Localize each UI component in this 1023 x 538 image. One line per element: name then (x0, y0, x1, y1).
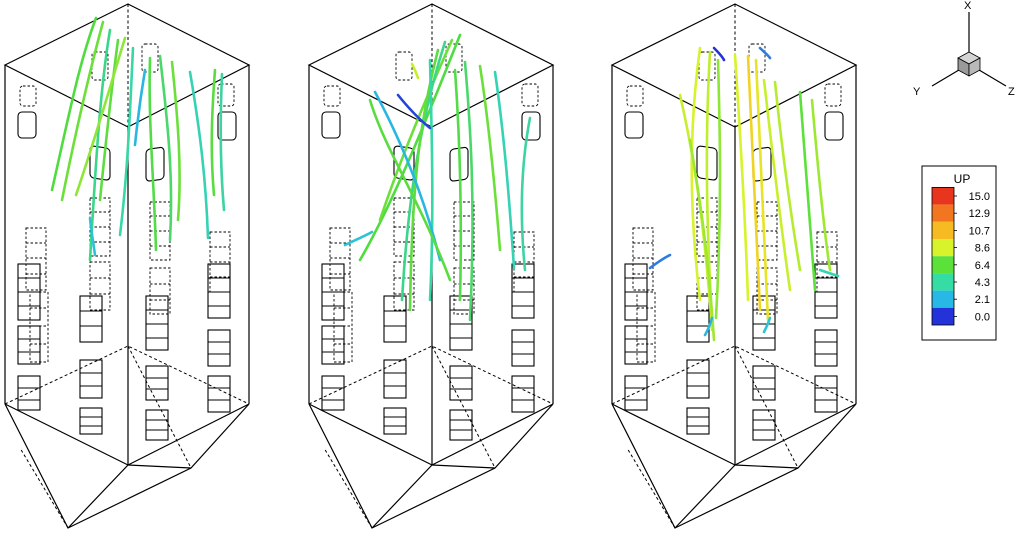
legend-swatch (932, 290, 954, 308)
legend-swatch (932, 187, 954, 205)
streamlines-panel-1 (50, 16, 226, 262)
legend-swatch (932, 204, 954, 222)
furnace-panel-3 (611, 3, 857, 529)
legend-title: UP (954, 172, 971, 186)
legend-tick-label: 2.1 (975, 294, 990, 306)
legend-tick-label: 12.9 (969, 208, 990, 220)
legend-tick-label: 15.0 (969, 191, 990, 203)
legend-tick-label: 8.6 (975, 243, 990, 255)
legend-tick-label: 6.4 (975, 260, 990, 272)
legend-swatch (932, 307, 954, 325)
axis-triad: X Y Z (913, 0, 1015, 98)
legend-tick-label: 0.0 (975, 311, 990, 323)
furnace-panel-2 (308, 3, 554, 529)
streamlines-panel-2 (343, 33, 532, 322)
legend-swatch (932, 256, 954, 274)
furnace-panel-1 (4, 3, 250, 529)
legend-swatch (932, 273, 954, 291)
legend-tick-label: 10.7 (969, 225, 990, 237)
legend-ticks: 15.0 12.9 10.7 8.6 6.4 4.3 2.1 0.0 (954, 191, 990, 323)
axis-y-label: Y (913, 86, 921, 98)
legend-tick-label: 4.3 (975, 277, 990, 289)
legend-swatches (931, 186, 955, 326)
streamlines-panel-3 (648, 46, 840, 342)
legend-swatch (932, 221, 954, 239)
legend-swatch (932, 239, 954, 257)
colorbar-legend: UP 15.0 12.9 10.7 8.6 6.4 4.3 2.1 0.0 (921, 165, 997, 341)
axis-x-label: X (964, 0, 972, 12)
axis-z-label: Z (1008, 86, 1015, 98)
legend-colorbar-outline (931, 186, 955, 326)
